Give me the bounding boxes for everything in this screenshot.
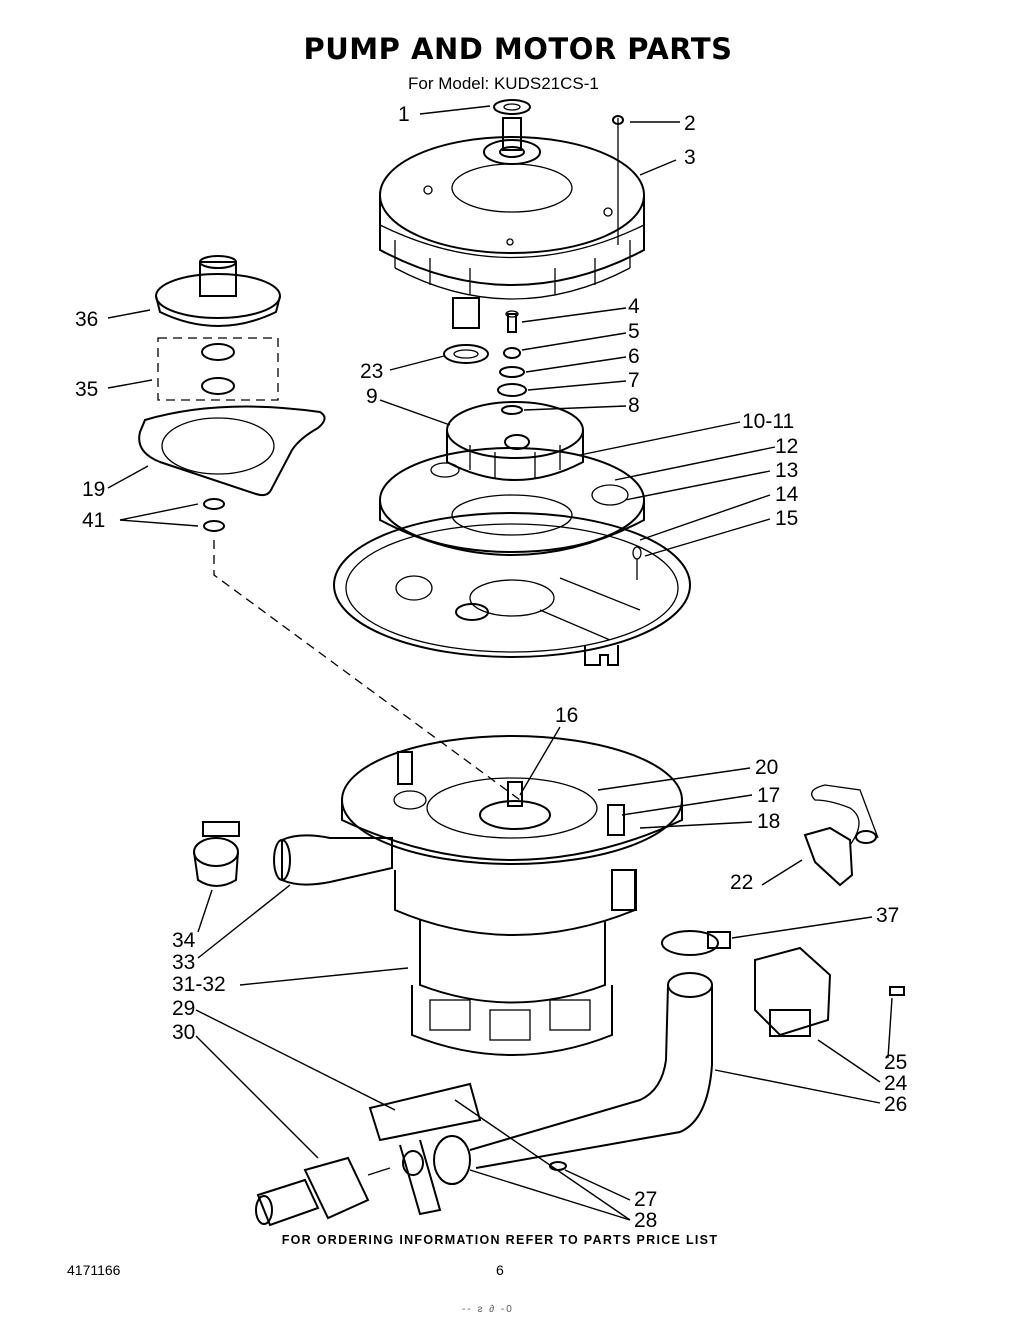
ordering-footer: FOR ORDERING INFORMATION REFER TO PARTS … (281, 1233, 719, 1247)
part-label-16: 16 (555, 704, 578, 727)
part-label-22: 22 (730, 871, 753, 894)
part-label-25: 25 (884, 1051, 907, 1074)
part-label-5: 5 (628, 320, 640, 343)
document-number: 4171166 (67, 1262, 121, 1278)
part-label-28: 28 (634, 1209, 657, 1232)
part-label-31-32: 31-32 (172, 973, 226, 996)
model-subtitle: For Model: KUDS21CS-1 (408, 74, 599, 93)
part-label-37: 37 (876, 904, 899, 927)
part-label-12: 12 (775, 435, 798, 458)
part-label-36: 36 (75, 308, 98, 331)
leader-lines (107, 105, 893, 1221)
part-label-10-11: 10-11 (742, 410, 794, 433)
part-label-2: 2 (684, 112, 696, 135)
part-label-4: 4 (628, 295, 640, 318)
small-hardware-parts (443, 310, 527, 415)
pump-housing-plates (333, 447, 691, 666)
part-label-20: 20 (755, 756, 778, 779)
part-label-9: 9 (366, 385, 378, 408)
part-label-3: 3 (684, 146, 696, 169)
left-seal-assembly (138, 255, 521, 801)
part-label-41: 41 (82, 509, 105, 532)
part-label-8: 8 (628, 394, 640, 417)
part-label-7: 7 (628, 369, 640, 392)
part-label-35: 35 (75, 378, 98, 401)
part-label-19: 19 (82, 478, 105, 501)
part-label-23: 23 (360, 360, 383, 383)
motor-top-assembly (379, 99, 645, 329)
part-label-30: 30 (172, 1021, 195, 1044)
hose-and-valve (255, 784, 905, 1227)
page-number: 6 (496, 1262, 504, 1278)
part-label-34: 34 (172, 929, 196, 952)
bottom-marks: -- ƨ ∂ -0 (462, 1304, 514, 1315)
part-label-1: 1 (398, 103, 410, 126)
part-label-15: 15 (775, 507, 798, 530)
part-label-33: 33 (172, 951, 195, 974)
page-title: PUMP AND MOTOR PARTS (303, 32, 733, 66)
part-label-18: 18 (757, 810, 780, 833)
part-label-6: 6 (628, 345, 640, 368)
part-label-29: 29 (172, 997, 195, 1020)
part-label-24: 24 (884, 1072, 908, 1095)
impeller (446, 401, 584, 481)
part-label-14: 14 (775, 483, 799, 506)
part-label-17: 17 (757, 784, 780, 807)
part-label-27: 27 (634, 1188, 657, 1211)
part-label-13: 13 (775, 459, 798, 482)
part-number-labels: 1 2 3 4 5 6 7 8 9 10-11 12 13 14 15 23 3… (75, 103, 908, 1232)
pump-body (193, 735, 683, 1056)
part-label-26: 26 (884, 1093, 907, 1116)
